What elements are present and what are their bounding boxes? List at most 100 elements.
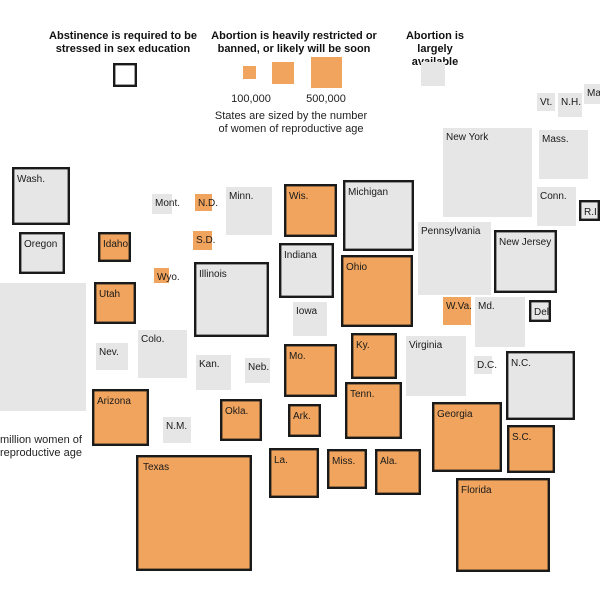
state-tenn: [345, 382, 403, 440]
state-label-georgia: Georgia: [437, 409, 473, 420]
state-label-new-york: New York: [446, 132, 489, 143]
state-label-michigan: Michigan: [348, 187, 388, 198]
state-s-d: [193, 231, 212, 250]
state-n-m: [163, 417, 191, 443]
legend-restricted-title: Abortion is heavily restricted or banned…: [211, 30, 377, 55]
state-label-s-c: S.C.: [512, 432, 531, 443]
state-wash: [11, 166, 70, 225]
state-texas: [135, 455, 252, 572]
state-new-jersey: [494, 229, 558, 293]
state-label-ark: Ark.: [293, 411, 311, 422]
legend-size-large-label: 500,000: [306, 93, 346, 105]
state-iowa: [293, 302, 327, 336]
legend-marks: [112, 57, 445, 88]
state-label-wis: Wis.: [289, 191, 308, 202]
california-note: million women of reproductive age: [0, 434, 82, 459]
state-label-colo: Colo.: [141, 334, 164, 345]
state-label-mass: Mass.: [542, 134, 569, 145]
state-s-c: [507, 425, 556, 474]
state-n-h: [558, 93, 582, 117]
legend-size-medium-swatch: [272, 62, 294, 84]
state-label-w-va: W.Va.: [446, 301, 472, 312]
state-label-pennsylvania: Pennsylvania: [421, 226, 481, 237]
state-label-ohio: Ohio: [346, 262, 368, 273]
state-okla: [219, 399, 262, 442]
state-label-florida: Florida: [461, 485, 492, 496]
state-wyo: [154, 268, 169, 283]
state-new-york: [443, 128, 532, 217]
state-label-okla: Okla.: [225, 406, 248, 417]
state-ma: [584, 84, 600, 104]
state-label-tenn: Tenn.: [350, 389, 374, 400]
state-arizona: [91, 389, 149, 447]
state-n-d: [195, 194, 212, 211]
state-ohio: [341, 255, 414, 328]
state-r-i: [579, 199, 600, 221]
state-utah: [93, 282, 136, 325]
state-minn: [226, 187, 272, 235]
state-label-indiana: Indiana: [284, 250, 317, 261]
state-label-wash: Wash.: [17, 174, 45, 185]
state-md: [475, 297, 525, 347]
state-georgia: [432, 402, 503, 473]
state-oregon: [19, 231, 65, 274]
state-label-miss: Miss.: [332, 456, 355, 467]
state-label-illinois: Illinois: [199, 269, 227, 280]
state-label-d-c: D.C.: [477, 360, 497, 371]
state-miss: [327, 449, 368, 490]
state-label-virginia: Virginia: [409, 340, 443, 351]
state-label-iowa: Iowa: [296, 306, 318, 317]
state-florida: [456, 478, 551, 573]
state-label-conn: Conn.: [540, 191, 567, 202]
legend-abstinence-swatch: [112, 62, 137, 87]
state-illinois: [193, 262, 269, 338]
state-label-texas: Texas: [143, 462, 169, 473]
state-label-n-m: N.M.: [166, 421, 187, 432]
legend-abstinence-title: Abstinence is required to be stressed in…: [49, 30, 197, 55]
state-colo: [138, 330, 187, 378]
state-vt: [537, 93, 555, 111]
state-label-ky: Ky.: [356, 340, 370, 351]
state-label-n-c: N.C.: [511, 358, 531, 369]
state-label-arizona: Arizona: [97, 396, 131, 407]
state-label-mont: Mont.: [155, 198, 180, 209]
state-conn: [537, 187, 576, 226]
state-w-va: [443, 297, 471, 325]
state-label-del: Del.: [534, 307, 552, 318]
state-n-c: [506, 351, 576, 421]
state-mont: [152, 194, 172, 214]
state-mass: [539, 130, 588, 179]
legend-available-swatch: [421, 62, 445, 86]
state-label-kan: Kan.: [199, 359, 220, 370]
legend-size-note: States are sized by the number of women …: [214, 110, 368, 135]
state-wis: [284, 183, 338, 237]
state-nev: [96, 343, 128, 370]
state-pennsylvania: [418, 222, 491, 295]
state-d-c: [474, 356, 492, 374]
state-label-nev: Nev.: [99, 347, 119, 358]
state-label-la: La.: [274, 455, 288, 466]
state-label-neb: Neb.: [248, 362, 269, 373]
state-label-utah: Utah: [99, 289, 120, 300]
state-label-ma: Ma: [587, 88, 600, 99]
state-label-new-jersey: New Jersey: [499, 237, 551, 248]
state-label-mo: Mo.: [289, 351, 306, 362]
state-idaho: [97, 231, 131, 262]
state-mo: [284, 344, 338, 398]
state-label-md: Md.: [478, 301, 495, 312]
legend-size-small-label: 100,000: [231, 93, 271, 105]
state-label-oregon: Oregon: [24, 239, 57, 250]
state-virginia: [406, 336, 466, 396]
legend-size-large-swatch: [311, 57, 342, 88]
state-ark: [288, 404, 322, 438]
state-label-minn: Minn.: [229, 191, 253, 202]
state-ala: [375, 449, 422, 496]
state-michigan: [343, 179, 415, 251]
state-label-n-d: N.D.: [198, 198, 218, 209]
state-kan: [196, 355, 231, 390]
state-label-vt: Vt.: [540, 97, 552, 108]
state-label-n-h: N.H.: [561, 97, 581, 108]
state-label-wyo: Wyo.: [157, 272, 180, 283]
